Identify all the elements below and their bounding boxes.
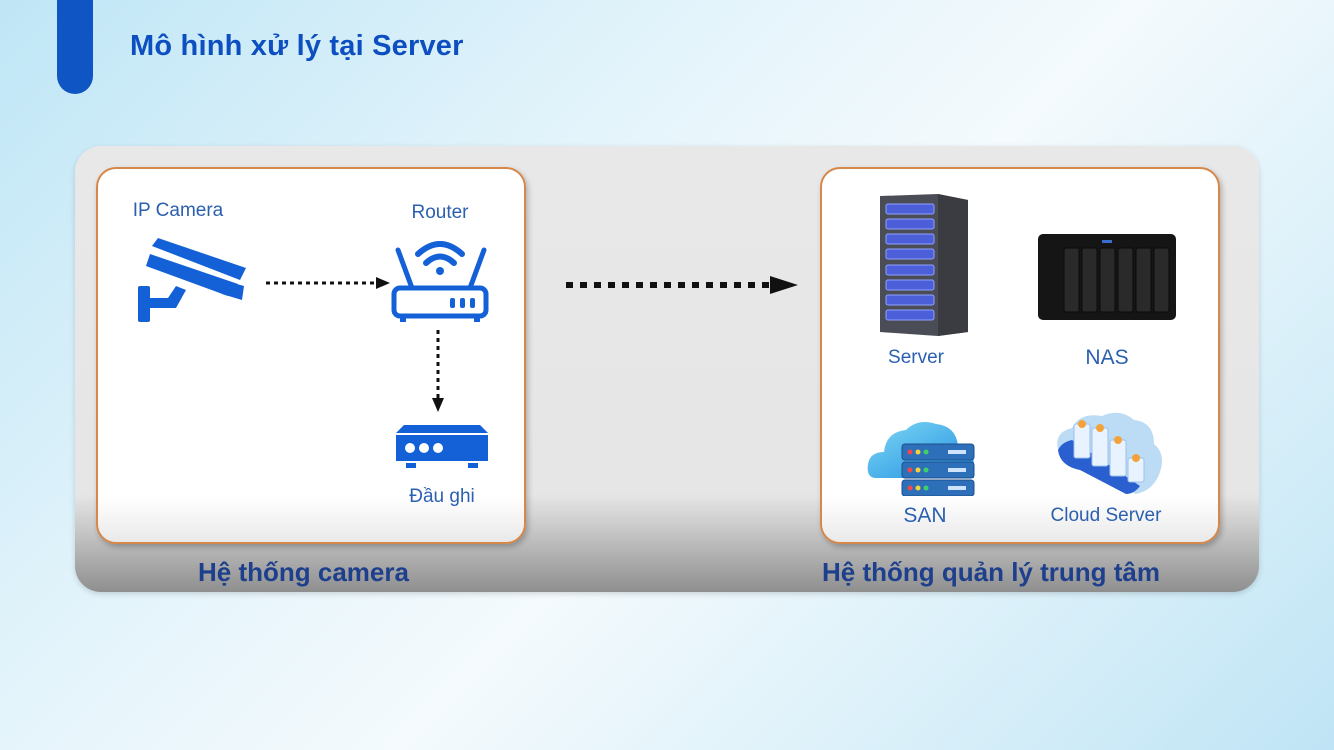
- camera-to-router-arrow: [266, 277, 390, 289]
- server-rack-icon: [880, 194, 968, 336]
- title-accent-bar: [57, 0, 93, 94]
- nas-label: NAS: [1085, 346, 1129, 369]
- san-label: SAN: [903, 504, 947, 527]
- ip-camera-label: IP Camera: [132, 200, 224, 221]
- camera-to-central-arrow: [566, 276, 798, 294]
- wifi-router-icon: [391, 241, 489, 322]
- server-label: Server: [888, 347, 944, 368]
- dvr-recorder-icon: [396, 425, 488, 468]
- recorder-label: Đầu ghi: [409, 486, 475, 507]
- camera-system-card: [96, 167, 526, 544]
- cloud-server-icon: [1057, 412, 1162, 494]
- page-title: Mô hình xử lý tại Server: [130, 30, 464, 62]
- central-system-label: Hệ thống quản lý trung tâm: [822, 557, 1160, 587]
- nas-device-icon: [1038, 234, 1176, 320]
- cloud-server-label: Cloud Server: [1050, 505, 1162, 526]
- cctv-camera-icon: [138, 238, 246, 322]
- router-label: Router: [411, 202, 469, 223]
- san-cloud-storage-icon: [867, 422, 975, 496]
- router-to-recorder-arrow: [432, 330, 444, 412]
- camera-system-label: Hệ thống camera: [198, 557, 409, 587]
